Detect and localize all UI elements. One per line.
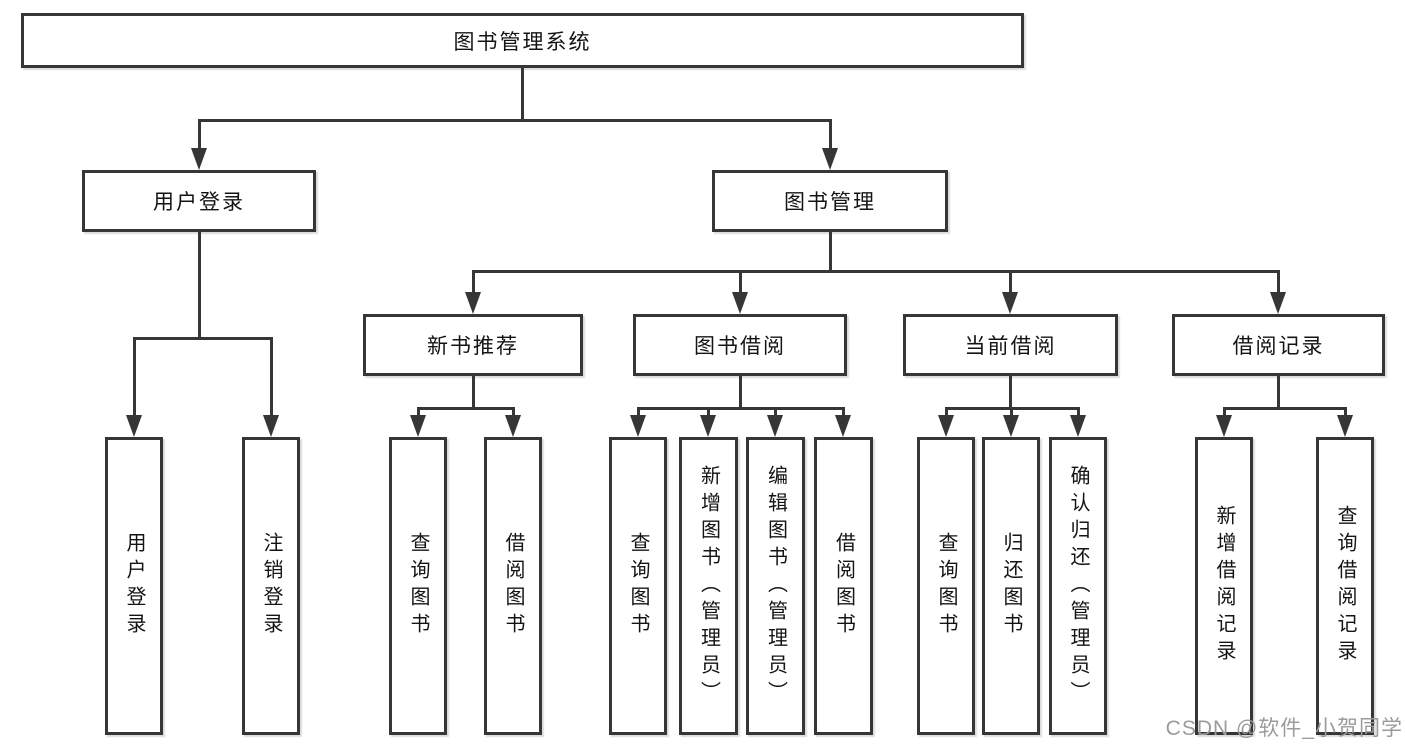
connector-line [1009, 270, 1012, 294]
arrowhead-down-icon [732, 292, 748, 314]
arrowhead-down-icon [1070, 415, 1086, 437]
connector-line [1344, 407, 1347, 417]
arrowhead-down-icon [1002, 292, 1018, 314]
connector-line [637, 407, 845, 410]
leaf-confirm-return-admin: 确认归还（管理员） [1049, 437, 1107, 735]
node-current-borrowing: 当前借阅 [903, 314, 1118, 376]
arrowhead-down-icon [1216, 415, 1232, 437]
connector-line [1223, 407, 1347, 410]
arrowhead-down-icon [767, 415, 783, 437]
connector-line [198, 232, 201, 337]
connector-line [1277, 376, 1280, 407]
leaf-user-login: 用户登录 [105, 437, 163, 735]
node-user-login: 用户登录 [82, 170, 316, 232]
connector-line [829, 119, 832, 150]
leaf-query-books-current: 查询图书 [917, 437, 975, 735]
arrowhead-down-icon [263, 415, 279, 437]
arrowhead-down-icon [938, 415, 954, 437]
arrowhead-down-icon [1003, 415, 1019, 437]
arrowhead-down-icon [835, 415, 851, 437]
leaf-add-borrow-record: 新增借阅记录 [1195, 437, 1253, 735]
connector-line [270, 337, 273, 417]
connector-line [739, 376, 742, 407]
connector-line [472, 270, 1280, 273]
arrowhead-down-icon [1337, 415, 1353, 437]
connector-line [637, 407, 640, 417]
connector-line [417, 407, 420, 417]
node-library-system: 图书管理系统 [21, 13, 1024, 68]
node-book-management: 图书管理 [712, 170, 948, 232]
arrowhead-down-icon [410, 415, 426, 437]
arrowhead-down-icon [126, 415, 142, 437]
connector-line [829, 232, 832, 270]
leaf-add-books-admin: 新增图书（管理员） [679, 437, 738, 735]
leaf-borrow-books: 借阅图书 [814, 437, 873, 735]
connector-line [521, 68, 524, 120]
connector-line [133, 337, 136, 417]
connector-line [1223, 407, 1226, 417]
arrowhead-down-icon [191, 148, 207, 170]
connector-line [198, 119, 832, 122]
connector-line [1009, 376, 1012, 407]
leaf-query-books-borrowing: 查询图书 [609, 437, 667, 735]
connector-line [739, 270, 742, 294]
leaf-edit-books-admin: 编辑图书（管理员） [746, 437, 805, 735]
connector-line [1077, 407, 1080, 417]
arrowhead-down-icon [822, 148, 838, 170]
arrowhead-down-icon [630, 415, 646, 437]
leaf-query-borrow-record: 查询借阅记录 [1316, 437, 1374, 735]
connector-line [133, 337, 273, 340]
leaf-borrow-books-recommend: 借阅图书 [484, 437, 542, 735]
connector-line [1277, 270, 1280, 294]
connector-line [472, 270, 475, 294]
arrowhead-down-icon [465, 292, 481, 314]
connector-line [1010, 407, 1013, 417]
connector-line [512, 407, 515, 417]
leaf-logout: 注销登录 [242, 437, 300, 735]
arrowhead-down-icon [505, 415, 521, 437]
node-book-borrowing: 图书借阅 [633, 314, 847, 376]
connector-line [842, 407, 845, 417]
node-new-book-recommend: 新书推荐 [363, 314, 583, 376]
csdn-watermark: CSDN @软件_小贺同学 [1165, 717, 1403, 740]
connector-line [945, 407, 948, 417]
leaf-query-books-recommend: 查询图书 [389, 437, 447, 735]
node-borrow-records: 借阅记录 [1172, 314, 1385, 376]
connector-line [198, 119, 201, 150]
arrowhead-down-icon [1270, 292, 1286, 314]
connector-line [417, 407, 515, 410]
connector-line [774, 407, 777, 417]
arrowhead-down-icon [700, 415, 716, 437]
connector-line [707, 407, 710, 417]
leaf-return-books: 归还图书 [982, 437, 1040, 735]
connector-line [472, 376, 475, 407]
